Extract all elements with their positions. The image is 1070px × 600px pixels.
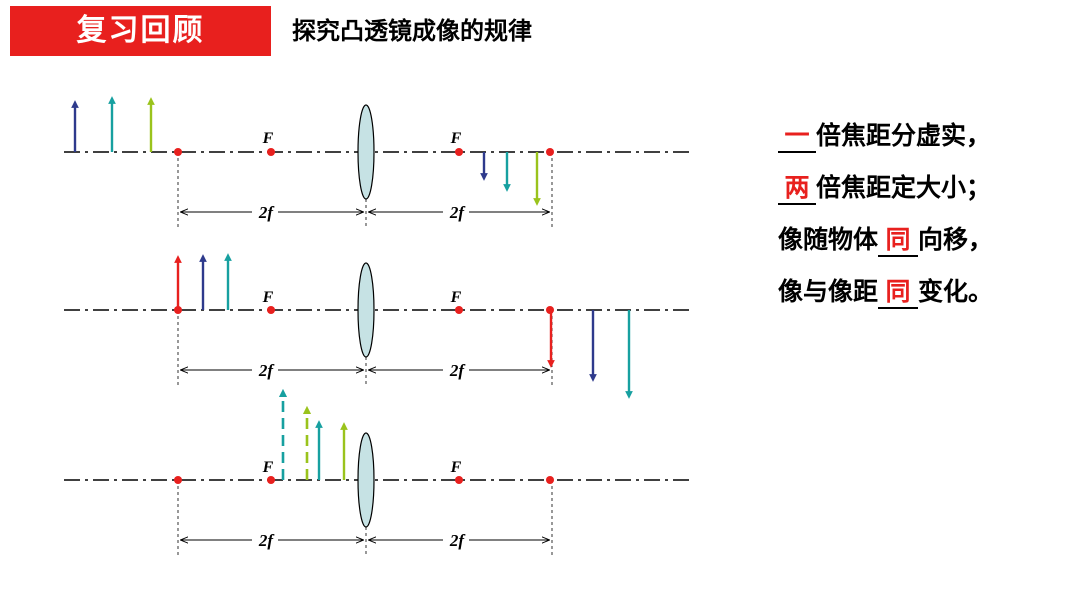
rule-line-2: 两倍焦距定大小； [778,170,1068,222]
twof-label: 2f [258,203,276,222]
title-banner: 复习回顾 [10,6,271,56]
fill-blank: 同 [878,277,919,309]
twof-point [174,148,182,156]
rule-text: 向移， [918,225,994,254]
twof-point [174,476,182,484]
rule-line-4: 像与像距同变化。 [778,274,1068,326]
focal-label: F [262,289,274,306]
page-title: 复习回顾 [76,13,205,48]
focal-point [455,306,463,314]
twof-label: 2f [449,203,467,222]
focal-label: F [262,459,274,476]
page-subtitle: 探究凸透镜成像的规律 [292,17,532,45]
rule-text: 变化。 [918,277,994,306]
convex-lens [357,104,375,200]
twof-label: 2f [449,361,467,380]
rule-text: 倍焦距分虚实， [816,121,992,150]
rule-prefix: 像随物体 [778,225,879,254]
focal-label: F [450,130,462,147]
focal-point [267,476,275,484]
focal-point [455,148,463,156]
row-2: 2f 2f F F [64,253,694,399]
row-3: 2f 2f F F [64,388,694,556]
focal-point [267,306,275,314]
rule-prefix: 像与像距 [778,277,879,306]
twof-label: 2f [449,531,467,550]
lens-imaging-diagram: 2f 2f F F 2f 2f F F [64,96,694,556]
twof-point [546,148,554,156]
fill-blank: 两 [778,173,816,205]
focal-point [267,148,275,156]
twof-label: 2f [258,531,276,550]
focal-label: F [450,289,462,306]
twof-point [546,476,554,484]
convex-lens [357,432,375,528]
focal-point [455,476,463,484]
convex-lens [357,262,375,358]
fill-blank: 一 [778,121,816,153]
rule-line-1: 一倍焦距分虚实， [778,118,1068,170]
rules-mnemonic: 一倍焦距分虚实， 两倍焦距定大小； 像随物体同向移， 像与像距同变化。 [778,118,1068,326]
rule-text: 倍焦距定大小； [816,173,992,202]
twof-label: 2f [258,361,276,380]
rule-line-3: 像随物体同向移， [778,222,1068,274]
focal-label: F [450,459,462,476]
row-1: 2f 2f F F [64,96,694,228]
fill-blank: 同 [878,225,919,257]
focal-label: F [262,130,274,147]
